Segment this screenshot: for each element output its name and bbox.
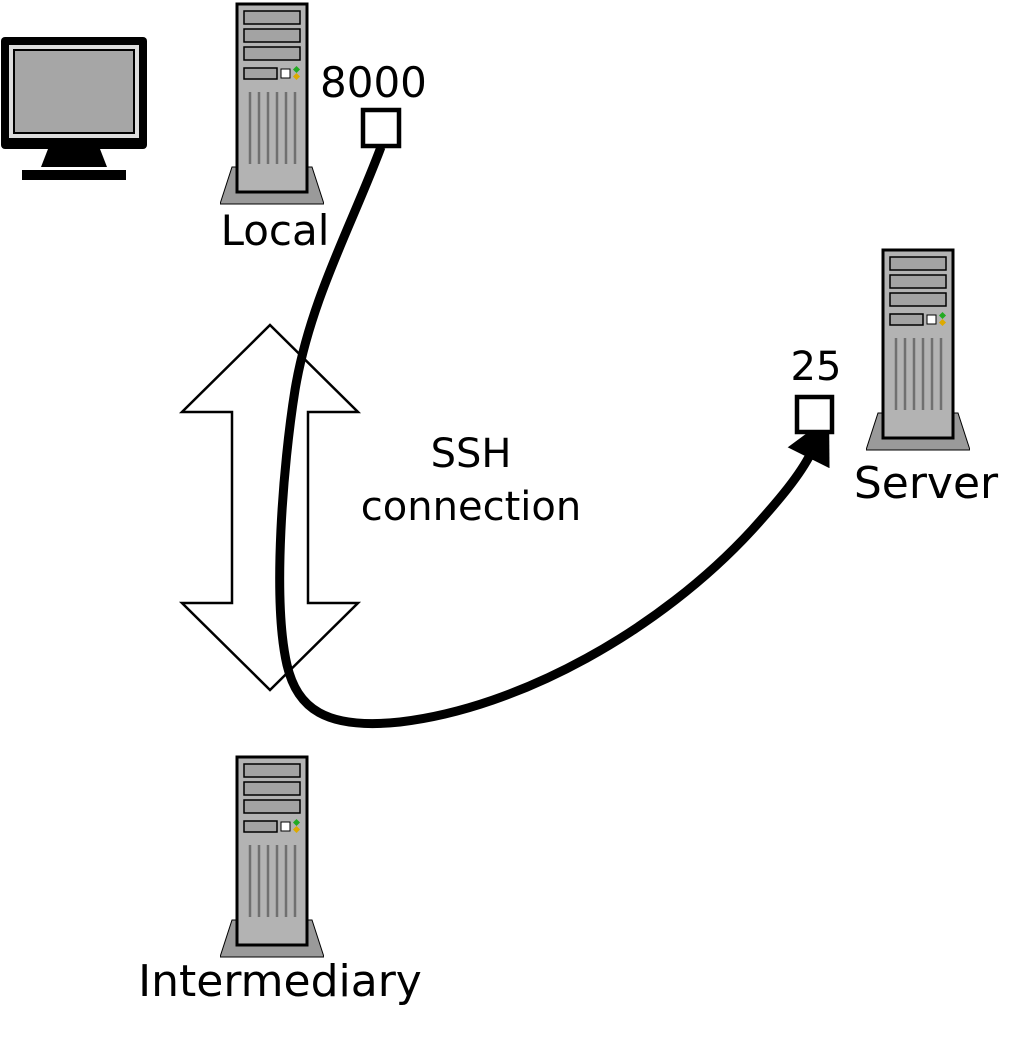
port-25-box (794, 394, 835, 435)
intermediary-label: Intermediary (138, 956, 422, 1007)
port-8000-box (360, 107, 402, 149)
ssh-label-line2: connection (360, 484, 582, 530)
server-computer-icon (866, 248, 970, 452)
local-computer-icon (220, 2, 324, 206)
monitor-icon (0, 36, 148, 181)
ssh-connection-arrow (178, 323, 362, 692)
port-8000-label: 8000 (320, 58, 427, 107)
port-25-label: 25 (790, 344, 842, 390)
server-label: Server (853, 458, 999, 509)
local-label: Local (220, 206, 330, 255)
intermediary-computer-icon (220, 755, 324, 959)
ssh-connection-label: SSH connection (346, 428, 596, 534)
ssh-label-line1: SSH (430, 431, 512, 477)
tunnel-cable-line (275, 145, 830, 729)
